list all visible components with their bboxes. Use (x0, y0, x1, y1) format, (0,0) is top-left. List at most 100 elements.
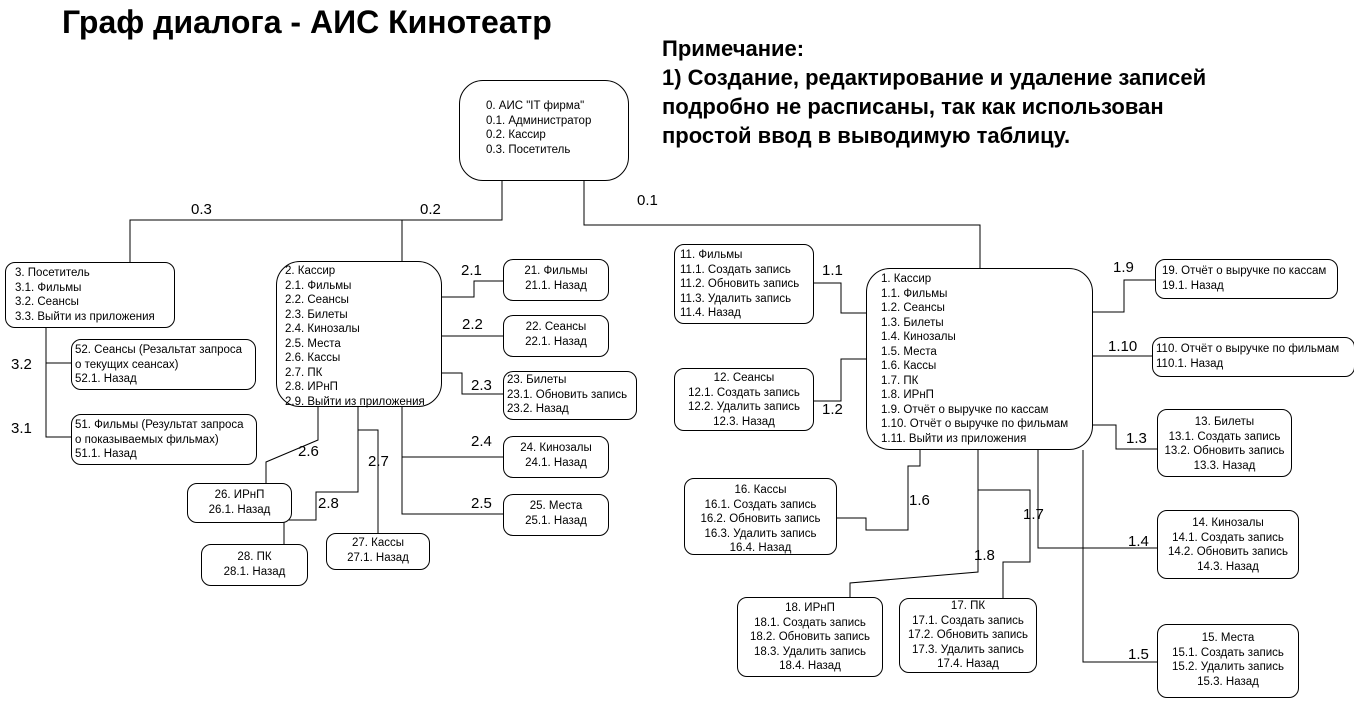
node-item: 12.3. Назад (713, 415, 775, 428)
node-title: 21. Фильмы (524, 265, 588, 277)
edge-label-2-3: 2.3 (471, 377, 492, 394)
node-title: 11. Фильмы (680, 249, 743, 261)
node-title: 14. Кинозалы (1192, 517, 1264, 529)
edge-label-0-3: 0.3 (191, 201, 212, 218)
node-item: 2.9. Выйти из приложения (285, 395, 425, 408)
node-item: 17.4. Назад (937, 658, 999, 670)
node-title: 28. ПК (237, 551, 272, 563)
node-title: 1. Кассир (881, 273, 932, 285)
node-item: 1.10. Отчёт о выручке по фильмам (881, 418, 1069, 430)
node-item: 1.3. Билеты (881, 316, 944, 329)
node-item: 18.4. Назад (779, 660, 841, 672)
node-item: 12.1. Создать запись (688, 386, 800, 399)
edge-label-1-1: 1.1 (822, 262, 843, 279)
node-item: 16.2. Обновить запись (700, 513, 821, 525)
node-title: 2. Кассир (285, 265, 336, 277)
node-item: 3.2. Сеансы (15, 296, 79, 308)
note-line: простой ввод в выводимую таблицу. (662, 123, 1071, 148)
node-item: 0.1. Администратор (486, 114, 592, 127)
node-item: 24.1. Назад (525, 456, 587, 469)
note-line: 1) Создание, редактирование и удаление з… (662, 65, 1207, 90)
edge-label-3-1: 3.1 (11, 420, 32, 437)
node-item: 14.1. Создать запись (1172, 531, 1284, 544)
node-item: 14.2. Обновить запись (1167, 546, 1289, 558)
node-26-irnp: 26. ИРнП 26.1. Назад (187, 483, 292, 523)
node-19-report-cashdesks: 19. Отчёт о выручке по кассам 19.1. Наза… (1155, 259, 1338, 299)
node-title: 19. Отчёт о выручке по кассам (1162, 265, 1327, 277)
edge-label-2-1: 2.1 (461, 262, 482, 279)
node-11-films: 11. Фильмы 11.1. Создать запись 11.2. Об… (674, 244, 814, 324)
node-item: 28.1. Назад (223, 565, 286, 578)
edge-label-1-7: 1.7 (1023, 506, 1044, 523)
node-item: 11.1. Создать запись (680, 263, 791, 276)
node-24-halls: 24. Кинозалы 24.1. Назад (503, 436, 609, 478)
node-52-sessions: 52. Сеансы (Резальтат запроса о текущих … (71, 339, 256, 390)
connector-2-1 (442, 280, 503, 298)
note-heading: Примечание: (662, 36, 805, 61)
edge-label-1-6: 1.6 (909, 492, 930, 509)
node-item: 2.5. Места (285, 337, 341, 350)
node-22-sessions: 22. Сеансы 22.1. Назад (503, 315, 609, 357)
node-18-irnp: 18. ИРнП 18.1. Создать запись 18.2. Обно… (737, 597, 883, 677)
edge-label-2-5: 2.5 (471, 495, 492, 512)
node-item: 2.6. Кассы (285, 352, 341, 364)
connector-1-6 (837, 450, 921, 531)
node-17-pc: 17. ПК 17.1. Создать запись 17.2. Обнови… (899, 598, 1037, 673)
connector-2-6 (265, 407, 319, 483)
node-item: о показываемых фильмах) (75, 433, 219, 446)
node-cashier-menu: 2. Кассир 2.1. Фильмы 2.2. Сеансы 2.3. Б… (276, 261, 442, 408)
node-item: 16.3. Удалить запись (704, 527, 817, 540)
node-title: 16. Кассы (734, 484, 787, 496)
node-27-cashdesks: 27. Кассы 27.1. Назад (326, 533, 430, 570)
node-item: 110.1. Назад (1156, 357, 1224, 370)
node-item: 1.2. Сеансы (881, 302, 945, 314)
node-item: 13.2. Обновить запись (1164, 445, 1285, 457)
node-item: 23.2. Назад (507, 403, 569, 415)
connector-1-9 (1093, 279, 1155, 313)
node-title: 22. Сеансы (525, 321, 587, 333)
node-item: 2.7. ПК (285, 366, 323, 379)
node-item: 13.3. Назад (1193, 459, 1256, 472)
node-item: 18.1. Создать запись (754, 616, 866, 629)
connector-2-5 (401, 457, 503, 515)
edge-label-1-9: 1.9 (1113, 259, 1134, 276)
connector-visitor-52 (45, 328, 71, 364)
edge-label-2-6: 2.6 (298, 443, 319, 460)
node-title: 24. Кинозалы (520, 442, 592, 454)
node-title: 27. Кассы (351, 537, 405, 549)
node-title: 25. Места (529, 500, 583, 512)
node-item: 2.8. ИРнП (285, 381, 338, 393)
connector-2-3 (442, 372, 503, 395)
connector-1-5 (1082, 450, 1157, 663)
node-item: 3.3. Выйти из приложения (15, 310, 155, 323)
node-13-tickets: 13. Билеты 13.1. Создать запись 13.2. Об… (1157, 409, 1292, 477)
connector-1-4 (1037, 450, 1157, 549)
node-item: 18.3. Удалить запись (754, 645, 866, 658)
node-item: 16.4. Назад (729, 542, 792, 554)
node-item: 1.1. Фильмы (881, 287, 948, 300)
node-item: 18.2. Обновить запись (749, 631, 871, 643)
node-title: 12. Сеансы (713, 372, 775, 384)
node-title: 26. ИРнП (214, 489, 265, 501)
node-item: 1.5. Места (881, 345, 937, 358)
node-item: 23.1. Обновить запись (507, 388, 628, 401)
node-item: 52.1. Назад (75, 373, 137, 385)
node-item: 19.1. Назад (1162, 279, 1224, 292)
node-item: 1.7. ПК (881, 374, 919, 387)
node-item: 2.3. Билеты (285, 308, 348, 321)
node-23-tickets: 23. Билеты 23.1. Обновить запись 23.2. Н… (503, 371, 637, 420)
node-21-films: 21. Фильмы 21.1. Назад (503, 259, 609, 301)
edge-label-0-2: 0.2 (420, 201, 441, 218)
node-item: 27.1. Назад (347, 551, 409, 564)
node-item: 26.1. Назад (208, 503, 271, 516)
connector-2-8 (283, 430, 359, 544)
node-title: 15. Места (1201, 632, 1255, 644)
connector-2-7 (357, 407, 379, 533)
node-item: 1.6. Кассы (881, 360, 937, 372)
node-item: 1.4. Кинозалы (881, 331, 956, 343)
node-title: 13. Билеты (1194, 416, 1255, 428)
connector-1-2 (814, 358, 866, 402)
edge-label-1-2: 1.2 (822, 401, 843, 418)
node-root-menu: 0. АИС "IT фирма" 0.1. Администратор 0.2… (459, 80, 629, 181)
node-25-seats: 25. Места 25.1. Назад (503, 494, 609, 536)
